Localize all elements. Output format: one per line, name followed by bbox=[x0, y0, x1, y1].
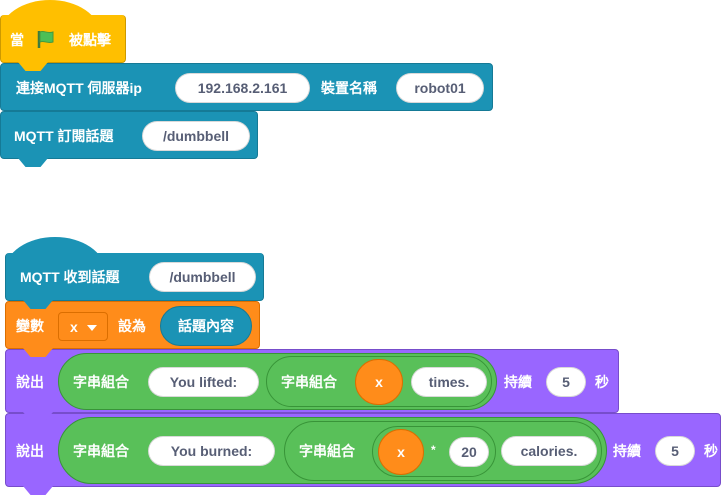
mqtt-on-message-block[interactable]: MQTT 收到話題 /dumbbell bbox=[5, 253, 264, 301]
say-for-secs-block-1[interactable]: 說出 字串組合 You lifted: 字串組合 x times. 持續 5 秒 bbox=[5, 349, 619, 413]
on-message-label: MQTT 收到話題 bbox=[20, 269, 120, 285]
seconds-input[interactable]: 5 bbox=[655, 436, 695, 466]
text-input[interactable]: You burned: bbox=[148, 436, 275, 466]
join-reporter-inner[interactable]: 字串組合 x * 20 calories. bbox=[284, 421, 602, 481]
variable-label: 變數 bbox=[16, 318, 44, 334]
notch bbox=[23, 486, 53, 495]
mqtt-subscribe-block[interactable]: MQTT 訂閱話題 /dumbbell bbox=[0, 111, 258, 159]
variable-x-reporter[interactable]: x bbox=[355, 359, 403, 405]
connect-label: 連接MQTT 伺服器ip bbox=[16, 80, 142, 96]
text-input[interactable]: times. bbox=[411, 367, 487, 397]
join-reporter[interactable]: 字串組合 You lifted: 字串組合 x times. bbox=[58, 353, 497, 410]
multiply-reporter[interactable]: x * 20 bbox=[372, 426, 496, 477]
for-label: 持續 bbox=[613, 443, 641, 459]
say-label: 說出 bbox=[16, 443, 44, 459]
set-variable-block[interactable]: 變數 x 設為 話題內容 bbox=[5, 301, 260, 349]
subscribe-topic-input[interactable]: /dumbbell bbox=[142, 121, 250, 151]
when-label: 當 bbox=[10, 32, 24, 48]
join-reporter-inner[interactable]: 字串組合 x times. bbox=[266, 356, 492, 407]
join-reporter[interactable]: 字串組合 You burned: 字串組合 x * 20 calories. bbox=[58, 417, 607, 484]
topic-content-reporter[interactable]: 話題內容 bbox=[160, 306, 252, 346]
device-name-label: 裝置名稱 bbox=[321, 80, 377, 96]
on-message-topic-input[interactable]: /dumbbell bbox=[149, 262, 256, 292]
notch bbox=[23, 300, 53, 309]
say-for-secs-block-2[interactable]: 說出 字串組合 You burned: 字串組合 x * 20 calories… bbox=[5, 413, 721, 487]
text-input[interactable]: You lifted: bbox=[148, 367, 259, 397]
variable-x-reporter[interactable]: x bbox=[378, 429, 424, 475]
join-label: 字串組合 bbox=[73, 443, 129, 459]
seconds-label: 秒 bbox=[704, 443, 718, 459]
mqtt-connect-block[interactable]: 連接MQTT 伺服器ip 192.168.2.161 裝置名稱 robot01 bbox=[0, 63, 493, 111]
set-to-label: 設為 bbox=[118, 318, 146, 334]
variable-name: x bbox=[70, 319, 78, 335]
notch bbox=[23, 348, 53, 357]
multiply-operator: * bbox=[431, 443, 436, 457]
when-flag-clicked-block[interactable]: 當 被點擊 bbox=[0, 15, 126, 63]
join-label: 字串組合 bbox=[281, 374, 337, 390]
seconds-label: 秒 bbox=[595, 374, 609, 390]
for-label: 持續 bbox=[504, 374, 532, 390]
notch bbox=[18, 62, 48, 71]
chevron-down-icon bbox=[87, 325, 97, 331]
join-label: 字串組合 bbox=[299, 443, 355, 459]
text-input[interactable]: calories. bbox=[501, 436, 597, 466]
seconds-input[interactable]: 5 bbox=[546, 367, 586, 397]
say-label: 說出 bbox=[16, 374, 44, 390]
device-name-input[interactable]: robot01 bbox=[396, 73, 484, 103]
subscribe-label: MQTT 訂閱話題 bbox=[14, 128, 114, 144]
join-label: 字串組合 bbox=[73, 374, 129, 390]
ip-input[interactable]: 192.168.2.161 bbox=[175, 73, 310, 103]
variable-dropdown[interactable]: x bbox=[58, 312, 108, 341]
notch bbox=[23, 412, 53, 421]
number-input[interactable]: 20 bbox=[449, 437, 489, 467]
clicked-label: 被點擊 bbox=[69, 32, 111, 48]
green-flag-icon bbox=[37, 30, 54, 48]
notch bbox=[18, 158, 48, 167]
